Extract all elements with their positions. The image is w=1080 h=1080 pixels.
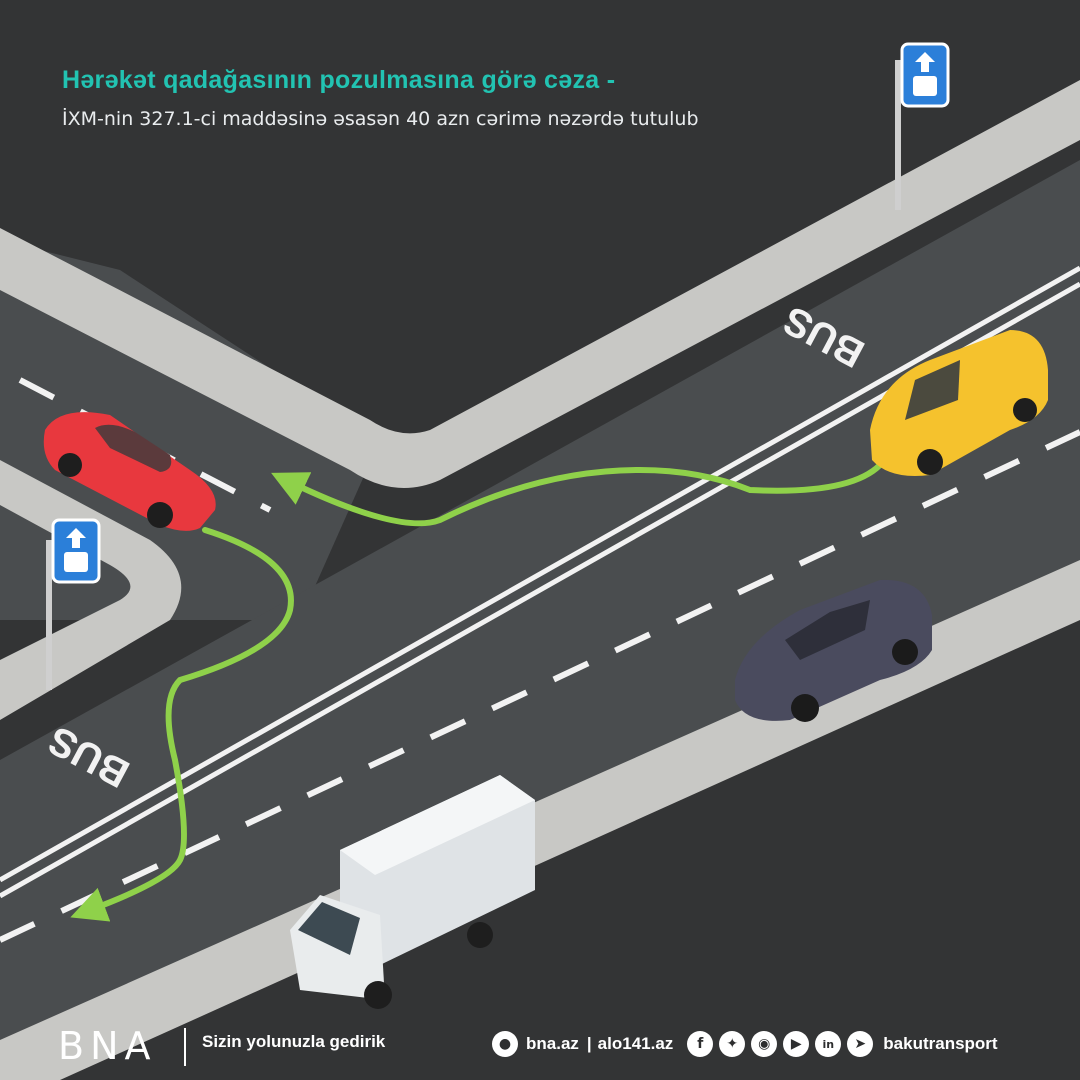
dark-suv	[735, 579, 932, 722]
youtube-icon[interactable]: ▶	[783, 1031, 810, 1057]
red-car	[43, 412, 216, 531]
sidewalk-left-corner	[0, 460, 182, 720]
site-link-bna[interactable]: bna.az	[526, 1034, 579, 1053]
yellow-van	[870, 330, 1048, 476]
social-icons: f ✦ ◉ ▶ in ➤ bakutransport	[687, 1031, 998, 1057]
footer-links: ● bna.az | alo141.az f ✦ ◉ ▶ in ➤ bakutr…	[492, 1030, 998, 1058]
page-subtitle: İXM-nin 327.1-ci maddəsinə əsasən 40 azn…	[62, 108, 699, 130]
facebook-icon[interactable]: f	[687, 1031, 714, 1057]
sidewalk-upper-left	[0, 80, 1080, 488]
instagram-icon[interactable]: ◉	[751, 1031, 778, 1057]
bus-lane-sign-top	[895, 42, 950, 210]
slogan: Sizin yolunuzla gedirik	[202, 1032, 386, 1051]
white-truck	[290, 775, 535, 1009]
twitter-icon[interactable]: ✦	[719, 1031, 746, 1057]
social-handle[interactable]: bakutransport	[883, 1034, 998, 1053]
bus-lane-sign-left	[46, 518, 101, 690]
maneuver-arrow-red-car	[70, 527, 294, 922]
site-link-alo141[interactable]: alo141.az	[597, 1034, 674, 1053]
logo-divider	[184, 1028, 186, 1066]
footer: BNA Sizin yolunuzla gedirik ● bna.az | a…	[0, 1010, 1080, 1080]
telegram-icon[interactable]: ➤	[847, 1031, 874, 1057]
bna-logo: BNA	[58, 1024, 157, 1068]
link-separator: |	[586, 1034, 592, 1053]
maneuver-arrow-yellow-car	[271, 462, 883, 527]
page-title: Hərəkət qadağasının pozulmasına görə cəz…	[62, 66, 616, 94]
main-road	[0, 160, 1080, 1080]
globe-icon: ●	[492, 1031, 518, 1057]
linkedin-icon[interactable]: in	[815, 1031, 842, 1057]
